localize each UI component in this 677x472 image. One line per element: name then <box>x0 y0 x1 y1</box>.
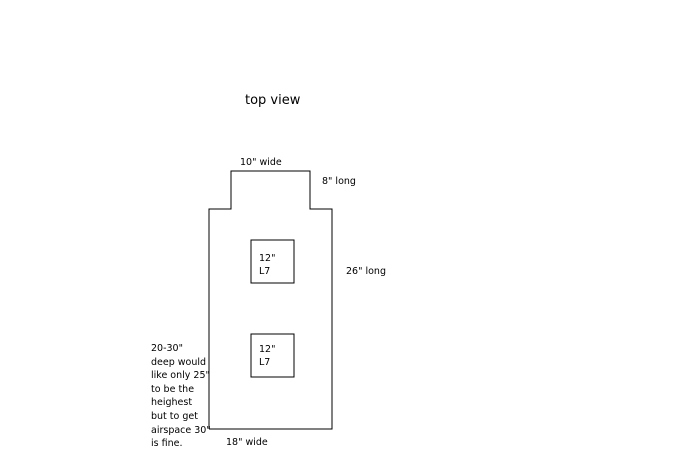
depth-note-line: heighest <box>151 397 193 409</box>
subwoofer-2-model: L7 <box>259 357 271 368</box>
neck-length-label: 8" long <box>322 176 356 187</box>
subwoofer-1-size: 12" <box>259 253 276 264</box>
top-width-label: 10" wide <box>240 157 282 168</box>
depth-note-line: airspace 30" <box>151 424 211 436</box>
subwoofer-cutout-2 <box>250 333 295 378</box>
depth-note: 20-30" deep would like only 25" to be th… <box>151 342 211 451</box>
depth-note-line: to be the <box>151 383 195 395</box>
enclosure-outline <box>208 170 333 430</box>
depth-note-line: like only 25" <box>151 370 210 382</box>
bottom-width-label: 18" wide <box>226 437 268 448</box>
diagram-title: top view <box>245 93 301 108</box>
subwoofer-1-model: L7 <box>259 266 271 277</box>
subwoofer-1-label: 12" L7 <box>259 252 275 278</box>
depth-note-line: is fine. <box>151 438 183 450</box>
subwoofer-2-label: 12" L7 <box>259 343 275 369</box>
body-length-label: 26" long <box>346 266 386 277</box>
depth-note-line: 20-30" <box>151 343 183 354</box>
depth-note-line: deep would <box>151 356 207 368</box>
depth-note-line: but to get <box>151 410 198 422</box>
subwoofer-2-size: 12" <box>259 344 276 355</box>
subwoofer-cutout-1 <box>250 239 295 284</box>
